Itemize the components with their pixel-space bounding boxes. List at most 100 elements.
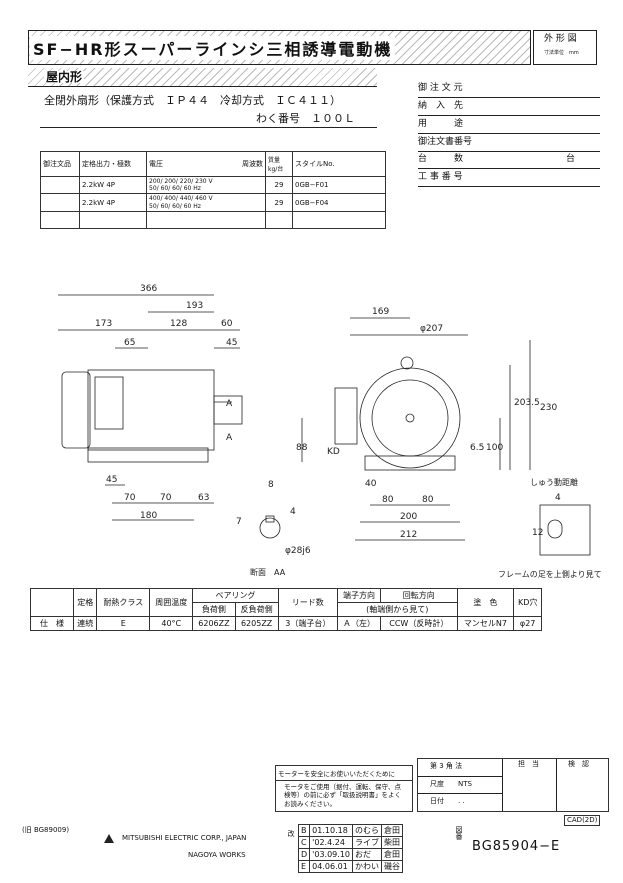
spec-voltage: 200/ 200/ 220/ 230 V [149,178,213,185]
unit-note: 寸法単位 mm [544,50,579,56]
rev-mark: D [297,848,311,861]
order-row: 工 事 番 号 [418,172,463,182]
summary-header: リード数 [277,588,338,617]
dim-text: A [226,399,233,409]
spec-freq: 50/ 60/ 60/ 60 Hz [149,202,201,210]
shaft-section [259,517,281,539]
dim-text: 60 [221,319,233,329]
rev-mark: E [297,860,311,873]
rev-mark: C [297,836,311,849]
works-name: NAGOYA WORKS [188,851,246,859]
block-divider [556,759,557,811]
spec-header: 質量 kg/台 [265,151,293,177]
spec-freq: 50/ 60/ 60/ 60 Hz [149,185,201,193]
dim-text: 70 [124,493,136,503]
summary-header: 定格 [72,588,98,617]
rev-chk: 倉田 [381,824,403,837]
spec-table: 御注文品 定格出力・極数 電圧 周波数 質量 kg/台 スタイルNo. 2.2k… [40,151,386,229]
summary-row-label: 仕 様 [30,616,74,631]
summary-header: 回転方向 [380,588,458,603]
front-shaft [405,413,415,423]
order-row: 御 注 文 元 [418,83,463,93]
block-divider [502,759,503,811]
dim-text: 45 [106,475,117,485]
rev-by: かわい [352,860,382,873]
safety-notice: モーターを安全にお使いいただくために モータをご使用（据付、運転、保守、点検等）… [275,765,413,812]
dim-text: 8 [268,480,274,490]
front-frame [359,367,461,469]
projection-label: 第 3 角 法 [430,762,463,770]
company-name: MITSUBISHI ELECTRIC CORP., JAPAN [122,834,247,842]
date-value: . . [458,797,465,805]
spec-header: 電圧 [146,151,211,177]
spec-voltage: 400/ 400/ 440/ 460 V [149,195,213,203]
cad-label: CAD(2D) [564,815,601,826]
dim-text: 203.5 [514,398,540,408]
eye-bolt [400,356,414,370]
revision-side-label: 改 [287,830,295,837]
rev-by: ライブ [352,836,382,849]
summary-header: 端子方向 [336,588,382,603]
kind-label: 外 形 図 [544,34,577,44]
rev-date: '03.09.10 [309,848,353,861]
side-body [87,369,215,451]
spec-header: 周波数 [211,151,266,177]
dim-text: 45 [226,338,237,348]
rev-chk: 倉田 [381,848,403,861]
kind-box: 外 形 図 寸法単位 mm [533,30,597,65]
dim-text: 6.5 [470,443,484,453]
dim-text: 173 [95,319,112,329]
dim-text: 193 [186,301,203,311]
summary-value: 40°C [149,616,194,631]
front-terminal-box [334,387,358,445]
spec-header: 定格出力・極数 [79,151,147,177]
dim-text: φ207 [420,324,443,334]
summary-value: マンセルN7 [456,616,515,631]
scale-key: 尺度 [430,780,444,788]
safety-body: モータをご使用（据付、運転、保守、点検等）の前に必ず「取扱説明書」をよくお読みく… [284,783,401,808]
spec-header: スタイルNo. [292,151,386,177]
frame-note: フレームの足を上側より見て [498,569,602,579]
drawing-number: BG85904−E [472,839,561,854]
dim-text: 100 [486,443,503,453]
drawing-title: SF−HR形スーパーラインシ三相誘導電動機 [30,36,396,60]
order-row: 納 入 先 [418,101,464,111]
spec-style: 0GB−F04 [292,193,386,212]
summary-header: 反負荷側 [234,602,279,617]
dim-text: 40 [365,479,377,489]
date-key: 日付 [430,797,444,805]
order-line [418,151,600,152]
spec-mass: 29 [265,193,293,212]
summary-value: 連続 [72,616,98,631]
summary-header: 負荷側 [192,602,236,617]
order-row: 用 途 [418,119,464,129]
spec-output: 2.2kW 4P [79,193,147,212]
rev-chk: 柴田 [381,836,403,849]
dim-text: 169 [372,307,389,317]
order-line [418,133,600,134]
spec-voltage-cell: 400/ 400/ 440/ 460 V 50/ 60/ 60/ 60 Hz [146,193,266,212]
rev-date: 04.06.01 [309,860,353,873]
order-line [418,186,600,187]
dim-text: 7 [236,517,242,527]
dim-text: 4 [555,493,561,503]
dim-text: KD [327,447,340,457]
dim-text: 80 [422,495,434,505]
order-line [418,115,600,116]
charge-label: 担 当 [518,760,539,768]
summary-value: 3（端子台） [277,616,338,631]
summary-cell [30,588,74,617]
dim-text: 230 [540,403,557,413]
title-block: 第 3 角 法 尺度 NTS 日付 . . 担 当 検 認 [417,758,609,812]
shaft-end [213,395,243,425]
summary-header: 耐熱クラス [96,588,151,617]
check-label: 検 認 [568,760,589,768]
sub-underline [40,127,377,128]
spec-summary-table: 定格 耐熱クラス 周囲温度 ベアリング リード数 端子方向 回転方向 塗 色 K… [30,588,542,631]
section-label: 断面 AA [250,567,286,577]
